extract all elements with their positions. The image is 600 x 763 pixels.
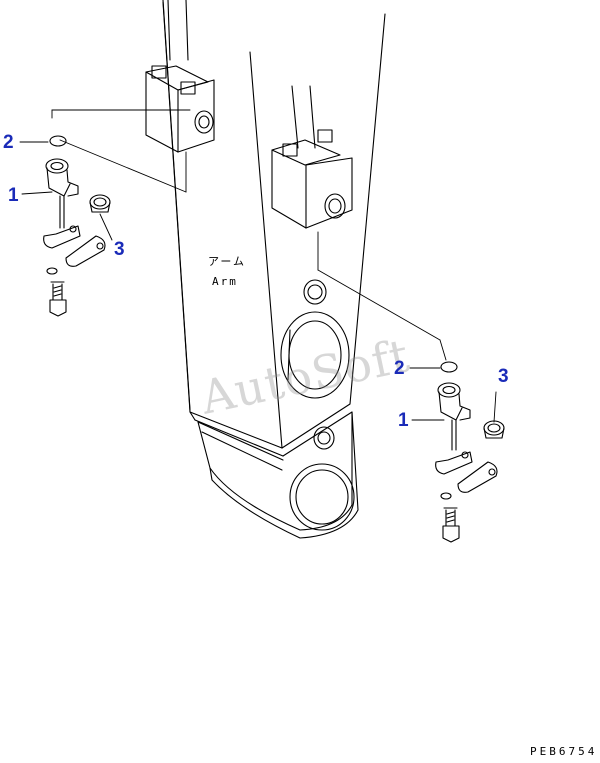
elbow-fitting-left	[45, 158, 79, 229]
nut-left	[89, 194, 111, 213]
elbow-fitting-right	[437, 382, 471, 451]
o-ring-left	[49, 135, 67, 147]
split-flange-left	[43, 225, 106, 267]
drawing-code: PEB6754	[530, 745, 598, 758]
leader-lines	[19, 109, 497, 423]
arm-label-japanese: アーム	[208, 255, 247, 268]
callout-2-left: 2	[3, 132, 14, 153]
callout-3-left: 3	[114, 239, 125, 260]
o-ring-right	[440, 361, 458, 373]
middle-boss	[280, 279, 350, 399]
split-flange-right	[435, 451, 498, 493]
hose-block-left	[145, 0, 215, 153]
parts-set-left	[43, 135, 111, 317]
callout-1-right: 1	[398, 410, 409, 431]
washer-left	[46, 267, 58, 275]
lower-boss	[289, 426, 355, 531]
hose-block-right	[271, 85, 353, 229]
callout-3-right: 3	[498, 366, 509, 387]
arm-label-english: Arm	[212, 275, 238, 288]
nut-right	[483, 420, 505, 439]
parts-set-right	[435, 361, 505, 543]
bolt-right	[442, 507, 460, 543]
bolt-left	[49, 281, 67, 317]
callout-2-right: 2	[394, 358, 405, 379]
callout-1-left: 1	[8, 185, 19, 206]
washer-right	[440, 492, 452, 500]
arm-body	[162, 0, 386, 539]
